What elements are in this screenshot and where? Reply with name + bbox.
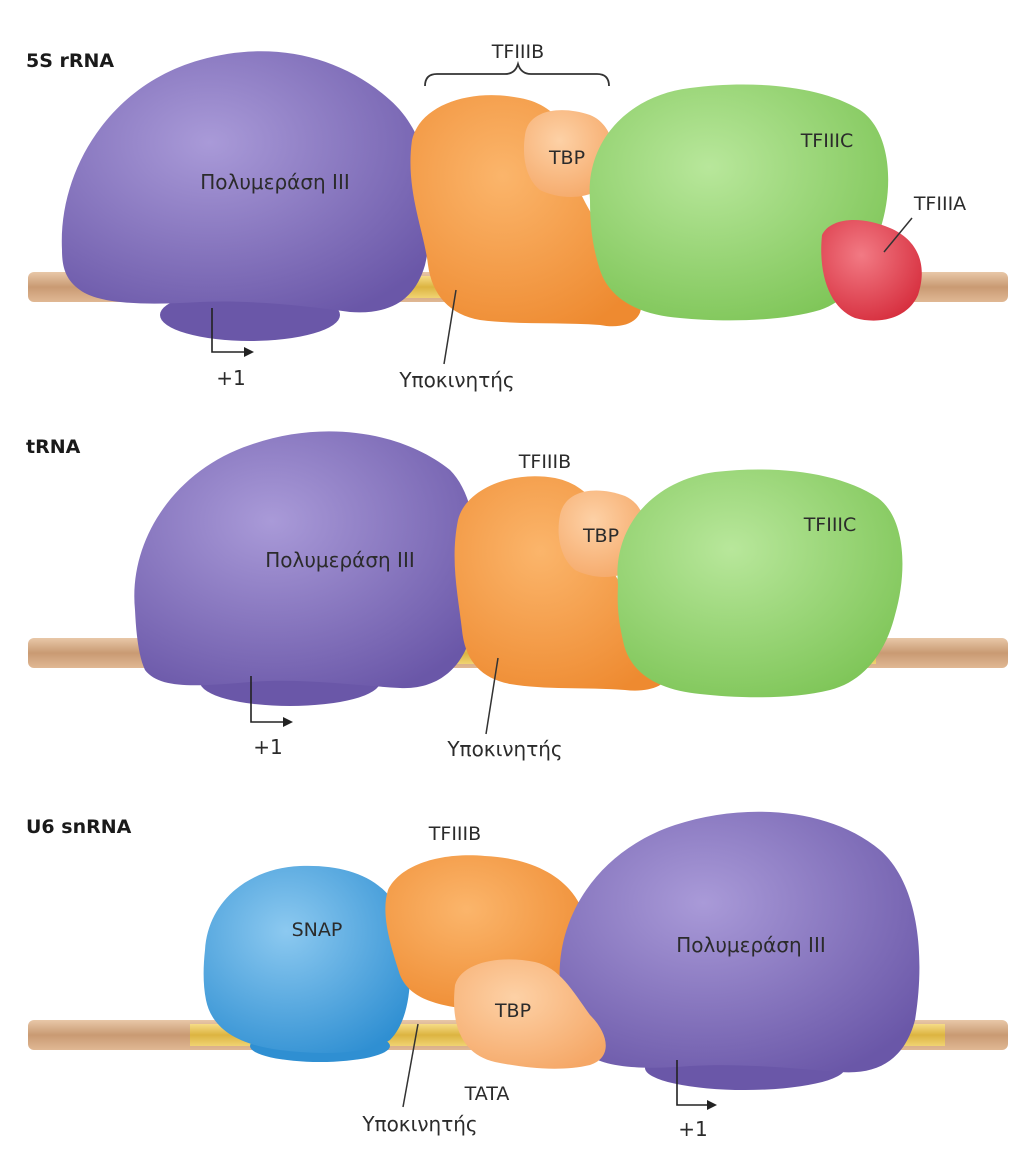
panel-title: tRNA <box>26 436 81 458</box>
tfiiic-complex <box>617 469 903 698</box>
snap-complex <box>203 865 410 1062</box>
snap-label: SNAP <box>292 919 343 941</box>
panel-title: U6 snRNA <box>26 816 132 838</box>
transcription-start-arrow <box>211 308 254 357</box>
polymerase-iii-complex <box>559 811 920 1090</box>
transcription-start-arrow <box>676 1060 717 1110</box>
promoter-leader-line <box>485 657 499 735</box>
transcription-start-arrow <box>250 676 293 727</box>
panel-title: 5S rRNA <box>26 50 114 72</box>
start-site-label: +1 <box>216 366 245 390</box>
tbp-label: TBP <box>494 1000 531 1022</box>
tfiiic-label: TFIIIC <box>803 514 857 536</box>
tfiiib-label: TFIIIB <box>518 451 571 473</box>
start-site-label: +1 <box>253 735 282 759</box>
promoter-label: Υποκινητής <box>446 737 562 761</box>
panel-5s-rrna: 5S rRNA <box>26 41 1008 392</box>
tbp-label: TBP <box>548 147 585 169</box>
tfiiib-complex <box>454 476 669 691</box>
polymerase-iii-complex <box>134 431 478 706</box>
tbp-label: TBP <box>582 525 619 547</box>
tfiiia-protein <box>821 219 922 321</box>
polymerase-label: Πολυμεράση III <box>265 548 415 572</box>
polymerase-label: Πολυμεράση III <box>676 933 826 957</box>
tfiiib-label: TFIIIB <box>428 823 481 845</box>
promoter-label: Υποκινητής <box>361 1112 477 1136</box>
panel-trna: tRNA TFIIIB Πολυμεράση III TBP TFIIIC +1… <box>26 431 1008 761</box>
promoter-leader-line <box>402 1023 419 1108</box>
tfiiia-leader-line <box>883 217 913 253</box>
promoter-label: Υποκινητής <box>398 368 514 392</box>
tfiiib-complex <box>410 95 642 327</box>
tfiiic-label: TFIIIC <box>800 130 854 152</box>
start-site-label: +1 <box>678 1117 707 1141</box>
polymerase-label: Πολυμεράση III <box>200 170 350 194</box>
polymerase-iii-complex <box>61 51 432 341</box>
tfiiib-label: TFIIIB <box>491 41 544 63</box>
promoter-leader-line <box>443 289 457 365</box>
tfiiia-label: TFIIIA <box>913 193 966 215</box>
panel-u6-snrna: U6 snRNA TFIIIB SNAP Πολυμεράση III TBP … <box>26 811 1008 1141</box>
tata-label: TATA <box>464 1083 510 1105</box>
tfiiib-bracket <box>424 60 610 87</box>
tbp-protein <box>454 959 606 1069</box>
tfiiic-complex <box>589 84 889 321</box>
